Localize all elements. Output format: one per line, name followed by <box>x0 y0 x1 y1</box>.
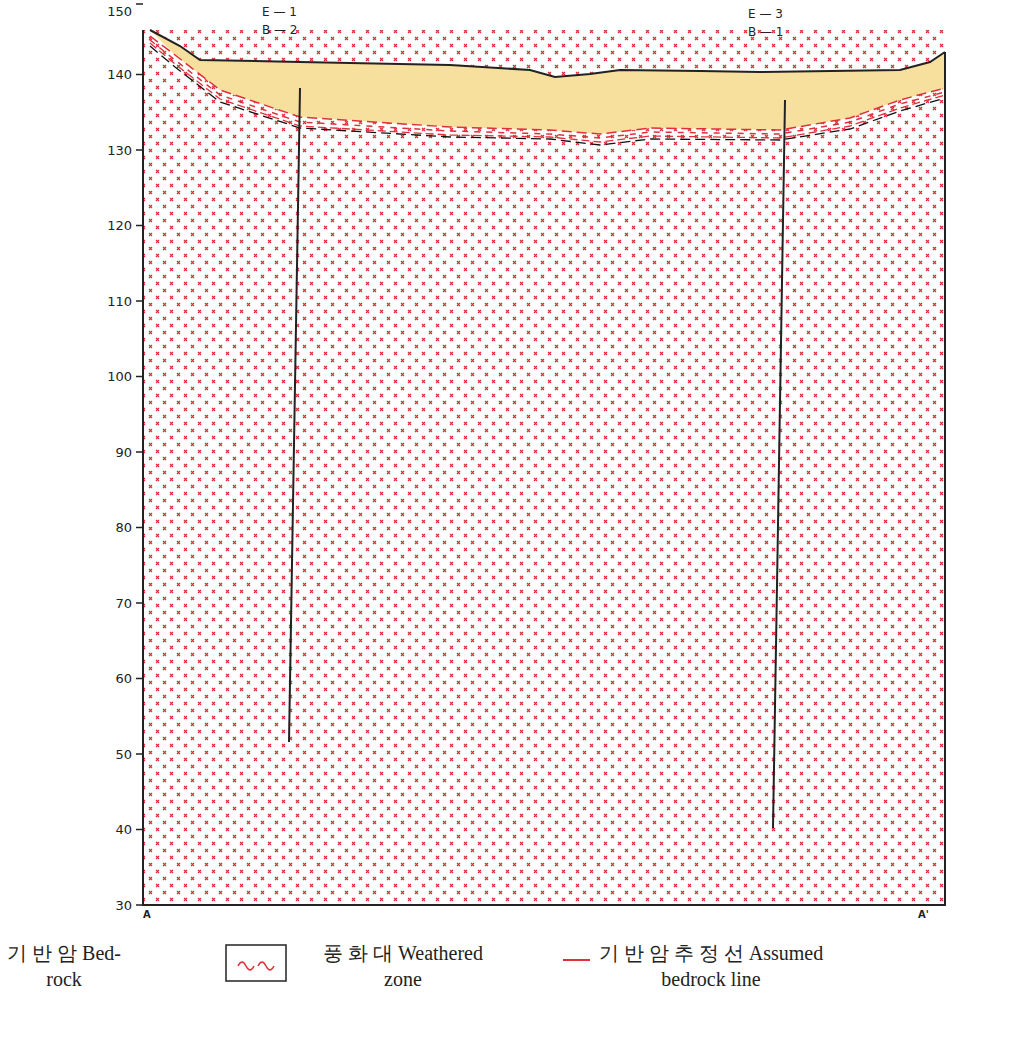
section-end-label: A' <box>918 909 929 920</box>
tick-mark <box>136 149 143 151</box>
legend-text: 기 반 암 추 정 선 Assumed bedrock line <box>596 940 826 992</box>
weathered-top <box>150 36 945 134</box>
legend-text: 기 반 암 Bed-rock <box>4 940 124 992</box>
weathered-swatch <box>226 945 286 981</box>
axis-label: 120 <box>92 218 132 233</box>
axis-label: 40 <box>92 822 132 837</box>
tick-mark <box>136 602 143 604</box>
assumed-bedrock-line <box>150 43 945 142</box>
axis-label: 80 <box>92 520 132 535</box>
axis-label: 30 <box>92 898 132 913</box>
borehole-label: E — 3 <box>748 7 783 21</box>
tick-mark <box>136 3 143 5</box>
borehole-label: B — 2 <box>262 23 298 37</box>
axis-label: 70 <box>92 596 132 611</box>
axis-label: 110 <box>92 294 132 309</box>
axis-label: 130 <box>92 143 132 158</box>
axis-label: 140 <box>92 67 132 82</box>
bedrock-boundary <box>150 46 945 145</box>
tick-mark <box>136 300 143 302</box>
tick-mark <box>136 376 143 378</box>
tick-mark <box>136 678 143 680</box>
axis-label: 60 <box>92 671 132 686</box>
axis-label: 90 <box>92 445 132 460</box>
tick-mark <box>136 527 143 529</box>
section-frame <box>143 30 945 905</box>
weathered-mid <box>150 40 945 138</box>
line-swatch <box>563 959 590 961</box>
legend-text: 풍 화 대 Weathered zone <box>318 940 488 992</box>
borehole-label: E — 1 <box>262 5 297 19</box>
borehole-line <box>773 100 785 828</box>
axis-ticks <box>136 4 143 905</box>
tick-mark <box>136 74 143 76</box>
ground-surface <box>150 30 945 77</box>
section-end-label: A <box>143 909 151 920</box>
tick-mark <box>136 753 143 755</box>
borehole-line <box>289 88 300 742</box>
weathered-swatch-mark <box>238 962 274 970</box>
axis-label: 150 <box>92 4 132 19</box>
tick-mark <box>136 904 143 906</box>
tick-mark <box>136 225 143 227</box>
bedrock-ground <box>143 30 945 905</box>
bedrock-pattern <box>143 30 945 905</box>
axis-label: 50 <box>92 747 132 762</box>
axis-label: 100 <box>92 369 132 384</box>
borehole-label: B — 1 <box>748 25 784 39</box>
tick-mark <box>136 829 143 831</box>
tick-mark <box>136 451 143 453</box>
